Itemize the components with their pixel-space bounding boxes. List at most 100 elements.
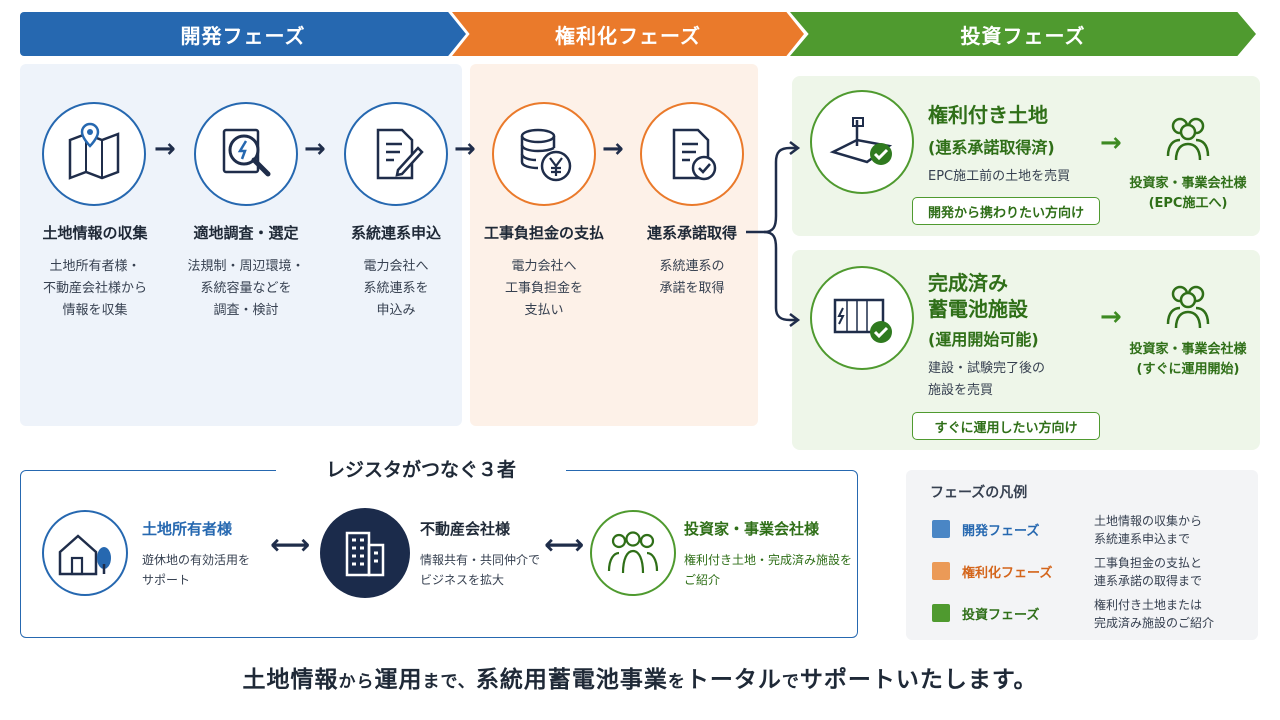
legend-swatch-investment <box>932 604 950 622</box>
phase-label-development: 開発フェーズ <box>180 23 306 48</box>
step-2-desc-line: 系統容量などを <box>200 281 292 296</box>
legend-label-rights: 権利化フェーズ <box>962 566 1053 581</box>
option-2-subtitle: (運用開始可能) <box>928 330 1039 349</box>
step-3-desc-line: 系統連系を <box>363 281 429 296</box>
house-tree-icon <box>58 534 111 576</box>
legend-desc-investment: 権利付き土地または 完成済み施設のご紹介 <box>1094 596 1214 632</box>
step-1-desc: 土地所有者様・ 不動産会社様から 情報を収集 <box>20 256 170 322</box>
party-1-desc-line: 遊休地の有効活用を <box>142 553 251 567</box>
phase-banner-investment: 投資フェーズ <box>790 12 1256 56</box>
arrow-icon: → <box>154 134 176 164</box>
party-3-desc: 権利付き土地・完成済み施設を ご紹介 <box>684 550 852 590</box>
arrow-icon: → <box>1100 302 1122 332</box>
option-2-desc-line: 建設・試験完了後の <box>928 361 1046 376</box>
step-3-desc: 電力会社へ 系統連系を 申込み <box>321 256 471 322</box>
option-1-circle <box>810 90 914 194</box>
document-pen-icon <box>376 128 424 180</box>
legend-desc-line: 土地情報の収集から <box>1094 514 1203 528</box>
people-icon <box>607 531 659 574</box>
coins-yen-icon <box>520 128 572 182</box>
footer-part: 運用 <box>374 667 423 693</box>
option-1-title: 権利付き土地 <box>928 103 1048 127</box>
option-2-circle <box>810 266 914 370</box>
step-3-desc-line: 電力会社へ <box>363 259 429 274</box>
step-2-desc-line: 調査・検討 <box>213 303 279 318</box>
document-check-icon <box>672 128 717 181</box>
map-pin-icon <box>68 122 120 180</box>
people-icon <box>1166 285 1210 329</box>
arrow-icon: → <box>304 134 326 164</box>
step-1-desc-line: 不動産会社様から <box>42 281 147 296</box>
step-3-circle <box>344 102 448 206</box>
step-1-circle <box>42 102 146 206</box>
option-1-tag: 開発から携わりたい方向け <box>912 197 1100 225</box>
step-4-desc: 電力会社へ 工事負担金を 支払い <box>469 256 619 322</box>
step-2-desc: 法規制・周辺環境・ 系統容量などを 調査・検討 <box>171 256 321 322</box>
option-2-desc-line: 施設を売買 <box>928 383 994 398</box>
step-2-desc-line: 法規制・周辺環境・ <box>187 259 305 274</box>
legend-desc-development: 土地情報の収集から 系統連系申込まで <box>1094 512 1202 548</box>
legend-desc-rights: 工事負担金の支払と 連系承諾の取得まで <box>1094 554 1202 590</box>
arrow-icon: → <box>1100 128 1122 158</box>
option-2-tag: すぐに運用したい方向け <box>912 412 1100 440</box>
step-5-desc: 系統連系の 承諾を取得 <box>617 256 767 300</box>
step-4-desc-line: 支払い <box>524 303 564 318</box>
footer-part: サポート <box>799 667 896 693</box>
party-3-circle <box>590 510 676 596</box>
footer-part: 土地情報 <box>242 667 339 693</box>
step-4-title: 工事負担金の支払 <box>483 224 604 242</box>
step-1-title: 土地情報の収集 <box>42 224 148 242</box>
legend-desc-line: 工事負担金の支払と <box>1094 556 1203 570</box>
phase-banner-rights: 権利化フェーズ <box>452 12 804 56</box>
step-1-desc-line: 土地所有者様・ <box>49 259 141 274</box>
footer-part: まで、 <box>422 672 476 692</box>
footer-part: いたします。 <box>895 667 1038 693</box>
phase-banner-development: 開発フェーズ <box>20 12 466 56</box>
footer-tagline: 土地情報から運用まで、系統用蓄電池事業をトータルでサポートいたします。 <box>0 660 1280 694</box>
double-arrow-icon: ⟷ <box>270 528 311 561</box>
legend-desc-line: 連系承諾の取得まで <box>1094 574 1203 588</box>
building-icon <box>345 531 385 577</box>
legend-title: フェーズの凡例 <box>930 485 1028 501</box>
option-2-target-line: 投資家・事業会社様 <box>1129 342 1247 357</box>
party-2-circle <box>320 508 410 598</box>
step-5-title: 連系承諾取得 <box>646 224 737 242</box>
arrow-icon: → <box>454 134 476 164</box>
footer-part: 系統用蓄電池事業 <box>475 667 668 693</box>
option-1-subtitle: (連系承諾取得済) <box>928 138 1055 157</box>
legend-label-development: 開発フェーズ <box>962 524 1040 539</box>
legend-desc-line: 権利付き土地または <box>1094 598 1203 612</box>
party-2-name: 不動産会社様 <box>420 520 511 538</box>
step-5-circle <box>640 102 744 206</box>
step-1-desc-line: 情報を収集 <box>62 303 128 318</box>
step-2-circle <box>194 102 298 206</box>
option-2-title-line: 蓄電池施設 <box>928 297 1028 321</box>
party-3-desc-line: ご紹介 <box>684 573 721 587</box>
people-icon <box>1166 117 1210 161</box>
party-1-desc-line: サポート <box>142 573 191 587</box>
option-1-target: 投資家・事業会社様 (EPC施工へ) <box>1123 174 1253 214</box>
option-2-title: 完成済み 蓄電池施設 <box>928 270 1028 322</box>
branch-connector <box>746 141 801 327</box>
party-1-name: 土地所有者様 <box>142 520 233 538</box>
legend-label-investment: 投資フェーズ <box>962 608 1040 623</box>
step-4-desc-line: 工事負担金を <box>504 281 583 296</box>
option-2-desc: 建設・試験完了後の 施設を売買 <box>928 358 1045 402</box>
double-arrow-icon: ⟷ <box>544 528 585 561</box>
step-5-desc-line: 系統連系の <box>659 259 725 274</box>
option-2-title-line: 完成済み <box>928 271 1008 295</box>
footer-part: トータル <box>685 667 782 693</box>
battery-container-icon <box>833 298 892 343</box>
step-5-desc-line: 承諾を取得 <box>659 281 725 296</box>
option-1-desc: EPC施工前の土地を売買 <box>928 169 1071 184</box>
step-4-circle <box>492 102 596 206</box>
party-3-name: 投資家・事業会社様 <box>684 520 820 538</box>
legend-desc-line: 完成済み施設のご紹介 <box>1094 616 1215 630</box>
option-2-target: 投資家・事業会社様 (すぐに運用開始) <box>1123 340 1253 380</box>
option-1-target-line: (EPC施工へ) <box>1148 196 1228 211</box>
option-2-target-line: (すぐに運用開始) <box>1136 362 1240 377</box>
legend-swatch-development <box>932 520 950 538</box>
step-4-desc-line: 電力会社へ <box>511 259 577 274</box>
footer-part: から <box>338 672 375 692</box>
three-parties-title: レジスタがつなぐ３者 <box>276 455 566 485</box>
